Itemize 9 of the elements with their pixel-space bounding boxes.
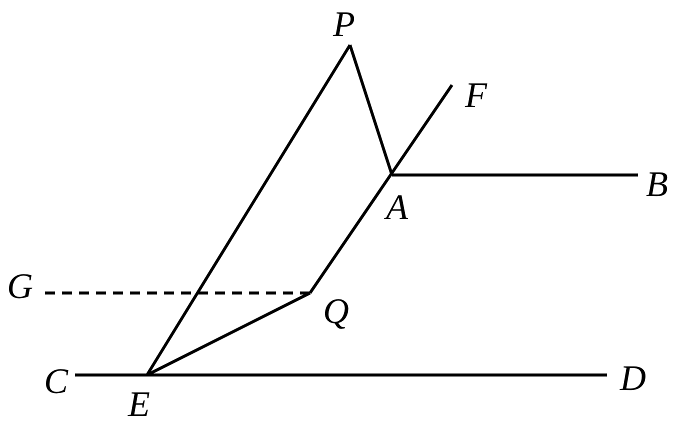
point-label: B — [646, 166, 668, 202]
point-label: D — [620, 360, 646, 396]
point-label: G — [7, 268, 33, 304]
point-label: E — [128, 386, 150, 421]
point-label: F — [465, 77, 487, 113]
point-label: C — [44, 363, 68, 399]
point-label: A — [386, 189, 408, 225]
point-label: P — [333, 6, 355, 42]
point-label: Q — [323, 293, 349, 329]
